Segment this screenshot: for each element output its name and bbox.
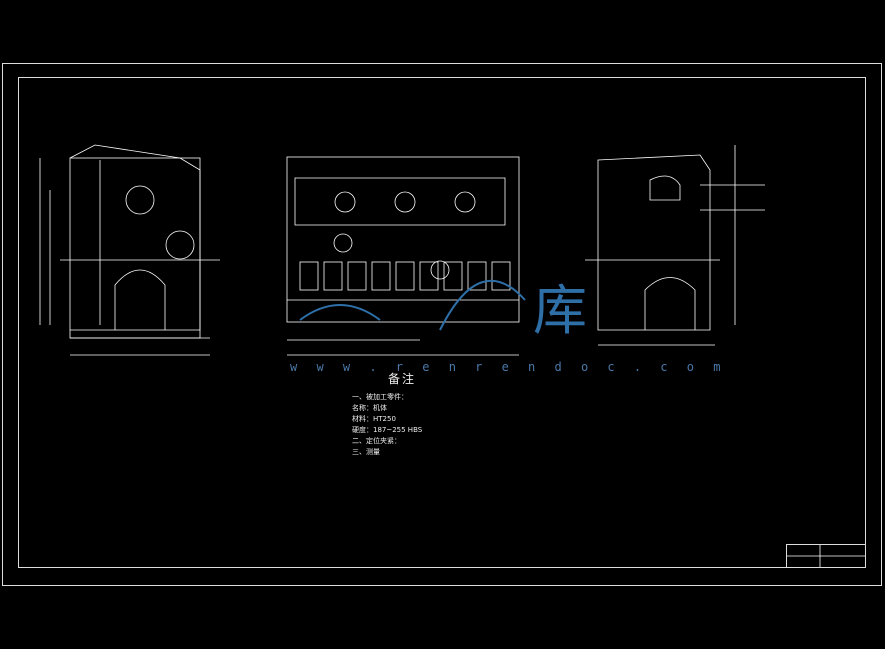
drawing-border-inner — [18, 77, 866, 568]
notes-line: 一、被加工零件： — [352, 393, 408, 401]
notes-title: 备注 — [388, 372, 417, 386]
watermark-char: 库 — [533, 279, 587, 342]
notes-block: 备注 一、被加工零件： 名称：机体 材料：HT250 硬度：187~255 HB… — [352, 373, 642, 458]
title-block-lines — [786, 544, 866, 568]
notes-line: 三、测量 — [352, 448, 380, 456]
watermark-url: w w w . r e n r e n d o c . c o m — [290, 360, 727, 374]
notes-line: 硬度：187~255 HBS — [352, 426, 423, 434]
front-view — [286, 156, 520, 356]
notes-line: 材料：HT250 — [352, 415, 396, 423]
notes-line: 二、定位夹紧： — [352, 437, 401, 445]
title-block — [786, 544, 866, 568]
drawing-border-outer — [2, 63, 882, 586]
watermark-arc — [299, 279, 526, 331]
notes-line: 名称：机体 — [352, 404, 387, 412]
left-view — [39, 144, 220, 356]
side-view — [585, 145, 765, 346]
